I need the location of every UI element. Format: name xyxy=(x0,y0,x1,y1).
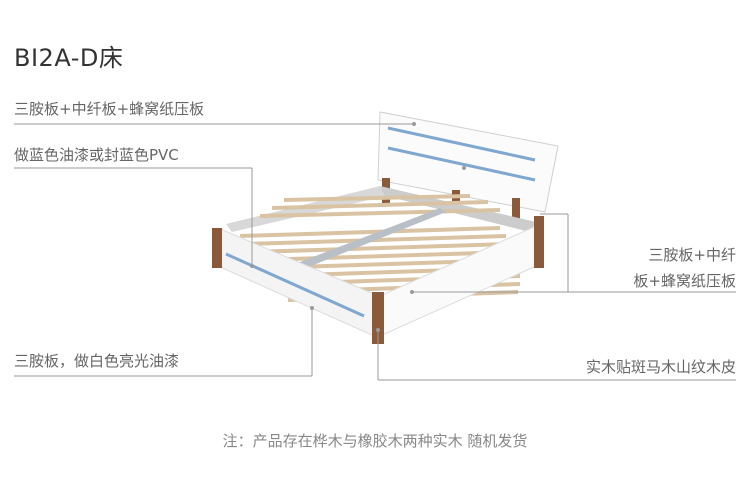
footnote: 注：产品存在桦木与橡胶木两种实木 随机发货 xyxy=(222,432,528,450)
headboard-stripe-top xyxy=(387,126,536,162)
callout-side-panel: 三胺板，做白色亮光油漆 xyxy=(14,352,180,370)
leader-dots xyxy=(250,122,466,332)
callout-footboard-line2: 板+蜂窝纸压板 xyxy=(633,272,736,290)
callout-footboard: 三胺板+中纤 板+蜂窝纸压板 xyxy=(633,242,736,294)
callout-footboard-line1: 三胺板+中纤 xyxy=(648,246,736,264)
leg-right xyxy=(534,216,544,268)
center-rail xyxy=(300,208,446,268)
side-panel-stripe xyxy=(225,252,365,318)
callout-headboard: 三胺板+中纤板+蜂窝纸压板 xyxy=(14,100,205,118)
headboard-stripe-bottom xyxy=(387,146,536,182)
leg-front xyxy=(372,292,384,344)
callout-legs: 实木贴斑马木山纹木皮 xyxy=(585,358,736,376)
leg-left xyxy=(212,228,222,268)
headboard-post-right xyxy=(512,198,520,220)
product-title: BI2A-D床 xyxy=(14,44,124,72)
leader-lines xyxy=(14,123,736,381)
callout-blue-stripe: 做蓝色油漆或封蓝色PVC xyxy=(14,146,179,164)
